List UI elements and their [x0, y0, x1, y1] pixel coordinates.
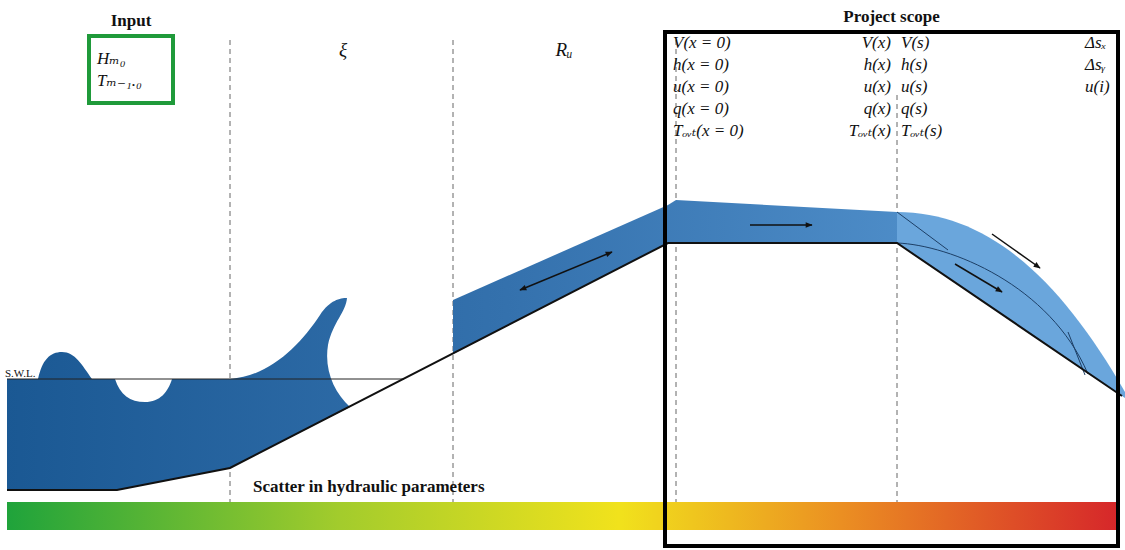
variable-label: Tₒᵥₜ(x) — [849, 121, 891, 141]
drawing-part — [453, 40, 454, 528]
still-water-level — [7, 379, 404, 380]
variable-label: q(s) — [901, 99, 927, 119]
variable-label: h(x) — [864, 55, 891, 75]
variable-label: Δsᵧ — [1085, 55, 1106, 75]
bar-title: Scatter in hydraulic parameters — [253, 477, 485, 497]
drawing-part — [520, 252, 612, 290]
drawing-part — [750, 224, 812, 226]
variable-label: V(s) — [901, 33, 929, 53]
variable-label: u(x) — [864, 77, 891, 97]
water-level-label: S.W.L. — [5, 363, 35, 383]
drawing-part — [897, 212, 948, 250]
variable-label: h(x = 0) — [673, 55, 729, 75]
variable-label: u(s) — [901, 77, 927, 97]
flow-lines — [897, 212, 1088, 375]
variable-label: Tₒᵥₜ(x = 0) — [673, 121, 744, 141]
crest-flow — [668, 200, 897, 243]
variable-label: u(x = 0) — [673, 77, 729, 97]
heading: Project scope — [843, 7, 939, 27]
zone-separator — [230, 40, 897, 528]
landward-flow — [897, 212, 1125, 398]
input-box: InputHₘ₀Tₘ₋₁.₀ — [87, 34, 175, 105]
variable-label: Tₘ₋₁.₀ — [97, 70, 165, 92]
variable-label: Hₘ₀ — [97, 48, 165, 70]
variable-label: h(s) — [901, 55, 927, 75]
flow-arrow — [520, 225, 1040, 292]
project-scope-box: Project scope — [663, 30, 1120, 548]
dike-profile — [7, 243, 1122, 490]
variable-label: Δsₓ — [1085, 33, 1106, 53]
drawing-part — [897, 95, 898, 528]
drawing-part — [955, 264, 1002, 292]
parameter-symbol: ξ — [339, 40, 347, 60]
offshore-water — [7, 352, 230, 490]
variable-label: V(x = 0) — [673, 33, 731, 53]
variable-label: u(i) — [1085, 77, 1110, 97]
heading: Input — [111, 11, 152, 31]
variable-label: V(x) — [862, 33, 891, 53]
runup-layer — [453, 205, 668, 354]
scatter-bar — [7, 502, 1119, 530]
breaking-wave — [230, 298, 350, 468]
drawing-part — [992, 234, 1040, 268]
variable-label: q(x) — [864, 99, 891, 119]
parameter-symbol: Rᵤ — [555, 40, 572, 60]
variable-label: q(x = 0) — [673, 99, 729, 119]
variable-label: Tₒᵥₜ(s) — [901, 121, 942, 141]
